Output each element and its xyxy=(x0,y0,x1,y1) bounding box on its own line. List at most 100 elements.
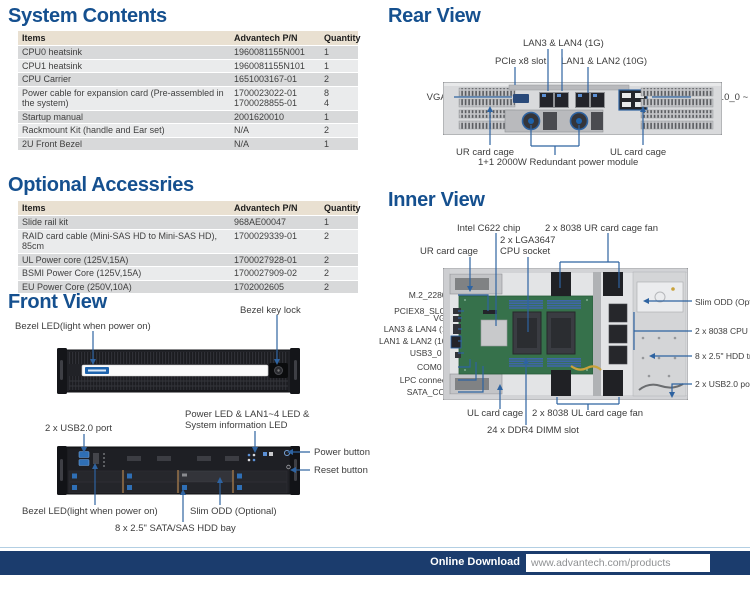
cell-qty: 1 xyxy=(320,45,358,60)
table-header-row: Items Advantech P/N Quantity xyxy=(18,31,361,46)
label-slim-odd-front: Slim ODD (Optional) xyxy=(190,506,277,517)
cell-item: 2U Front Bezel xyxy=(18,137,230,151)
label-cpu-fan: 2 x 8038 CPU fan xyxy=(695,326,750,336)
section-title-front-view: Front View xyxy=(8,291,107,313)
cell-pn: 1960081155N001 xyxy=(230,45,320,60)
cell-qty: 1 xyxy=(320,137,358,151)
usb3-stack-part xyxy=(450,335,462,349)
cell-pn: 1700027909-02 xyxy=(230,266,320,281)
col-header-qty: Quantity xyxy=(320,201,361,216)
section-title-inner-view: Inner View xyxy=(388,189,485,211)
cell-pn: 1700027928-01 xyxy=(230,253,320,267)
cell-qty: 1 xyxy=(320,59,358,73)
cell-item: Startup manual xyxy=(18,110,230,124)
bezel-name-strip xyxy=(81,364,269,377)
pcie-slot-part xyxy=(508,84,630,91)
label-lga-line1: 2 x LGA3647 xyxy=(500,235,556,246)
cell-item: EU Power Core (250V,10A) xyxy=(18,280,230,294)
footer-url: www.advantech.com/products xyxy=(531,557,671,569)
cell-pn-line: 1700028855-01 xyxy=(234,98,298,108)
cell-pn: N/A xyxy=(230,137,320,151)
cell-item: Power cable for expansion card (Pre-asse… xyxy=(18,86,230,111)
label-power-button: Power button xyxy=(314,447,370,458)
label-usb3-inner: USB3_0 ~ 3 xyxy=(409,348,456,358)
usb2-port-a xyxy=(78,451,90,458)
cell-item: Slide rail kit xyxy=(18,215,230,230)
label-hdd-tray: 8 x 2.5" HDD tray xyxy=(695,351,750,361)
col-header-pn: Advantech P/N xyxy=(230,201,320,216)
table-row: Power cable for expansion card (Pre-asse… xyxy=(18,86,358,111)
label-pciex8: PCIEX8_SLOT5 xyxy=(394,306,456,316)
system-contents-table: Items Advantech P/N Quantity CPU0 heatsi… xyxy=(18,31,361,151)
cell-pn: 1651003167-01 xyxy=(230,72,320,87)
col-header-pn: Advantech P/N xyxy=(230,31,320,46)
power-button-part xyxy=(283,449,291,457)
usb2-port-b xyxy=(78,459,90,466)
label-lan34-rear: LAN3 & LAN4 (1G) xyxy=(523,38,604,49)
label-power-led: Power LED & LAN1~4 LED & System informat… xyxy=(185,409,310,431)
label-reset-button: Reset button xyxy=(314,465,368,476)
cell-qty: 2 xyxy=(320,253,358,267)
cell-pn-line: 1700023022-01 xyxy=(234,87,298,98)
section-title-system-contents: System Contents xyxy=(8,5,167,27)
hdd-bay-grid xyxy=(68,470,289,494)
cell-qty: 1 xyxy=(320,215,358,230)
cell-item: RAID card cable (Mini-SAS HD to Mini-SAS… xyxy=(18,229,230,254)
intel-c622-part xyxy=(480,319,508,347)
label-ul-cage-rear: UL card cage xyxy=(610,147,667,158)
table-header-row: Items Advantech P/N Quantity xyxy=(18,201,361,216)
front-panel-image xyxy=(57,446,300,495)
motherboard-part xyxy=(450,295,594,375)
label-ur-cage-inner: UR card cage xyxy=(420,246,479,257)
label-lan12-rear: LAN1 & LAN2 (10G) xyxy=(561,56,648,67)
label-ur-cage-rear: UR card cage xyxy=(456,147,515,158)
col-header-items: Items xyxy=(18,201,230,216)
label-dimm: 24 x DDR4 DIMM slot xyxy=(487,425,579,436)
power-led-part xyxy=(247,453,251,457)
label-psu: 1+1 2000W Redundant power module xyxy=(478,157,639,168)
table-row: RAID card cable (Mini-SAS HD to Mini-SAS… xyxy=(18,229,358,254)
cell-item: CPU1 heatsink xyxy=(18,59,230,73)
label-lan34-inner: LAN3 & LAN4 (1G) xyxy=(383,324,456,334)
vga-port-part xyxy=(513,94,529,103)
cell-qty: 2 xyxy=(320,280,358,294)
cell-qty: 2 xyxy=(320,266,358,281)
cell-pn: 2001620010 xyxy=(230,110,320,124)
label-ul-cage-inner: UL card cage xyxy=(467,408,524,419)
label-ul-fan: 2 x 8038 UL card cage fan xyxy=(532,408,644,419)
psu-modules-part xyxy=(504,109,604,133)
cell-pn: 1960081155N101 xyxy=(230,59,320,73)
inner-view-image xyxy=(443,268,688,400)
cell-item: CPU0 heatsink xyxy=(18,45,230,60)
label-sata: SATA_CON1 xyxy=(406,387,456,397)
slim-odd-part xyxy=(178,470,233,482)
label-lga-line2: CPU socket xyxy=(500,246,551,257)
front-bezel-image xyxy=(57,348,300,394)
bezel-led-part xyxy=(93,453,99,464)
cell-item: Rackmount Kit (handle and Ear set) xyxy=(18,123,230,138)
section-title-rear-view: Rear View xyxy=(388,5,481,27)
footer-online-download-label: Online Download xyxy=(430,556,520,568)
col-header-items: Items xyxy=(18,31,230,46)
label-intel-chip: Intel C622 chip xyxy=(457,223,521,234)
label-usb2-port: 2 x USB2.0 port xyxy=(45,423,113,434)
label-pcie-slot: PCIe x8 slot xyxy=(495,56,547,67)
section-title-optional-accessories: Optional Accessries xyxy=(8,174,194,196)
sata-cables-part xyxy=(570,365,602,371)
cell-qty: 2 xyxy=(320,229,358,254)
label-com: COM0 ~ 1 xyxy=(417,362,456,372)
label-bezel-led-top: Bezel LED(light when power on) xyxy=(15,321,151,332)
rear-view-image xyxy=(443,82,722,135)
drive-bay-part xyxy=(632,271,687,397)
